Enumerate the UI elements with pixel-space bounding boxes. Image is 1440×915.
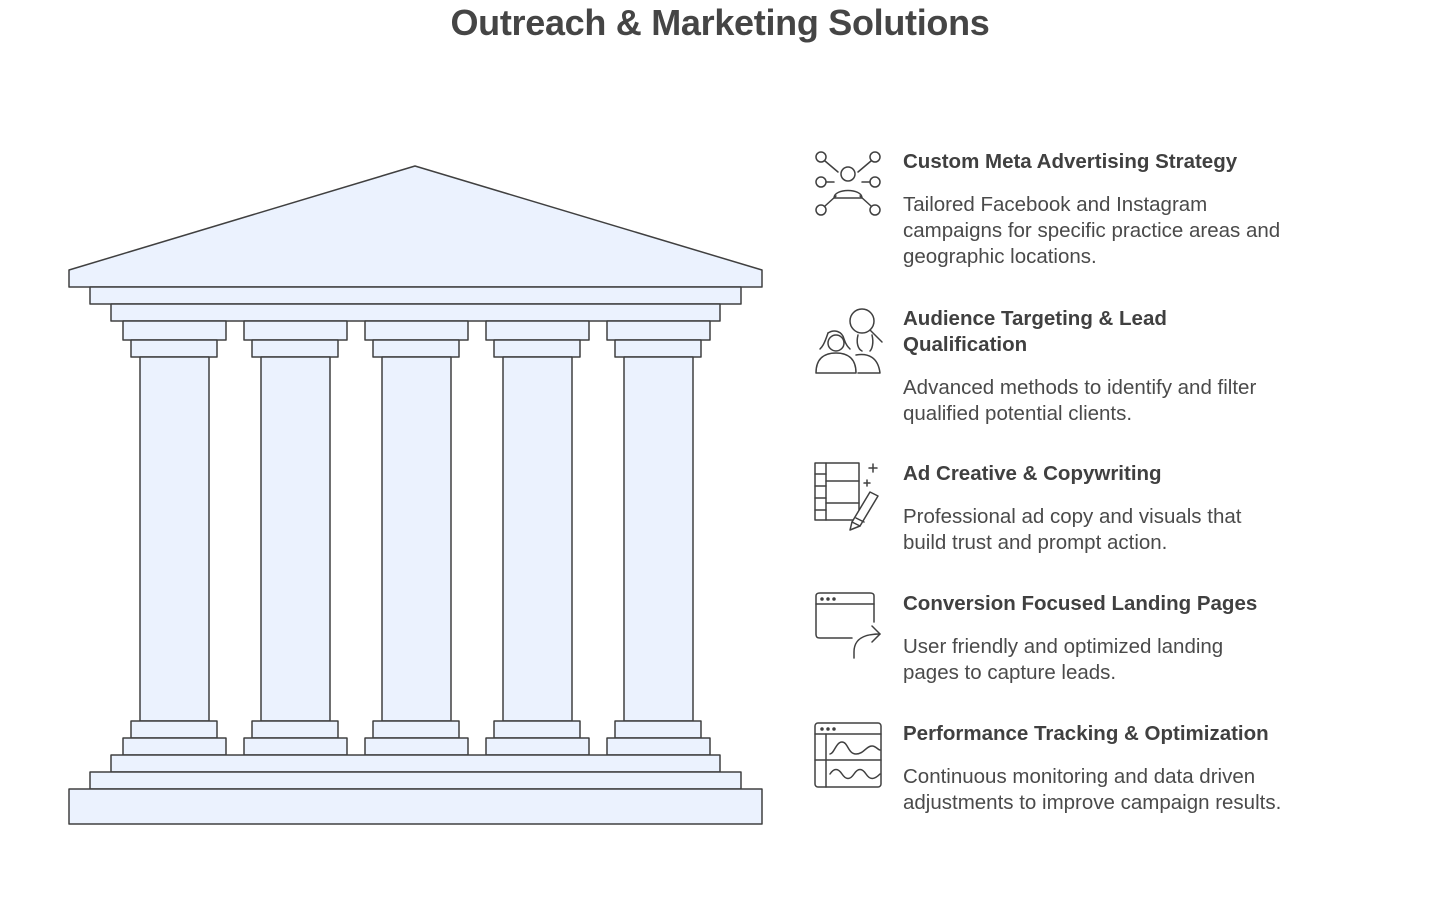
solution-heading: Custom Meta Advertising Strategy — [903, 150, 1238, 173]
solution-item: Ad Creative & Copywriting Professional a… — [812, 460, 1332, 570]
temple-column — [122, 320, 227, 756]
base-step-2 — [89, 771, 742, 790]
entablature-2 — [110, 303, 721, 322]
entablature-1 — [89, 286, 742, 305]
audience-search-icon — [815, 308, 883, 374]
solution-description: Advanced methods to identify and filter … — [903, 376, 1257, 425]
landing-page-icon — [815, 592, 881, 659]
creative-pencil-icon — [814, 462, 879, 531]
solution-item: Performance Tracking & Optimization Cont… — [812, 720, 1332, 850]
base-step-3 — [68, 788, 763, 825]
solution-description: Professional ad copy and visuals that bu… — [903, 505, 1242, 554]
page-title: Outreach & Marketing Solutions — [450, 2, 990, 43]
solution-item: Custom Meta Advertising Strategy Tailore… — [812, 148, 1332, 278]
solution-heading: Audience Targeting & Lead Qualification — [903, 307, 1167, 356]
temple-column — [364, 320, 469, 756]
base-step-1 — [110, 754, 721, 773]
temple-column — [485, 320, 590, 756]
solution-heading: Performance Tracking & Optimization — [903, 722, 1269, 745]
solution-heading: Ad Creative & Copywriting — [903, 462, 1162, 485]
analytics-chart-icon — [814, 722, 882, 788]
network-user-icon — [815, 151, 881, 216]
temple-roof — [68, 165, 763, 288]
solution-description: Tailored Facebook and Instagram campaign… — [903, 193, 1281, 268]
solution-item: Audience Targeting & Lead Qualification … — [812, 305, 1332, 435]
solution-item: Conversion Focused Landing Pages User fr… — [812, 590, 1332, 700]
temple-column — [243, 320, 348, 756]
temple-column — [606, 320, 711, 756]
solution-heading: Conversion Focused Landing Pages — [903, 592, 1258, 615]
solution-description: Continuous monitoring and data driven ad… — [903, 765, 1282, 814]
solution-description: User friendly and optimized landing page… — [903, 635, 1224, 684]
temple-illustration — [68, 165, 763, 825]
